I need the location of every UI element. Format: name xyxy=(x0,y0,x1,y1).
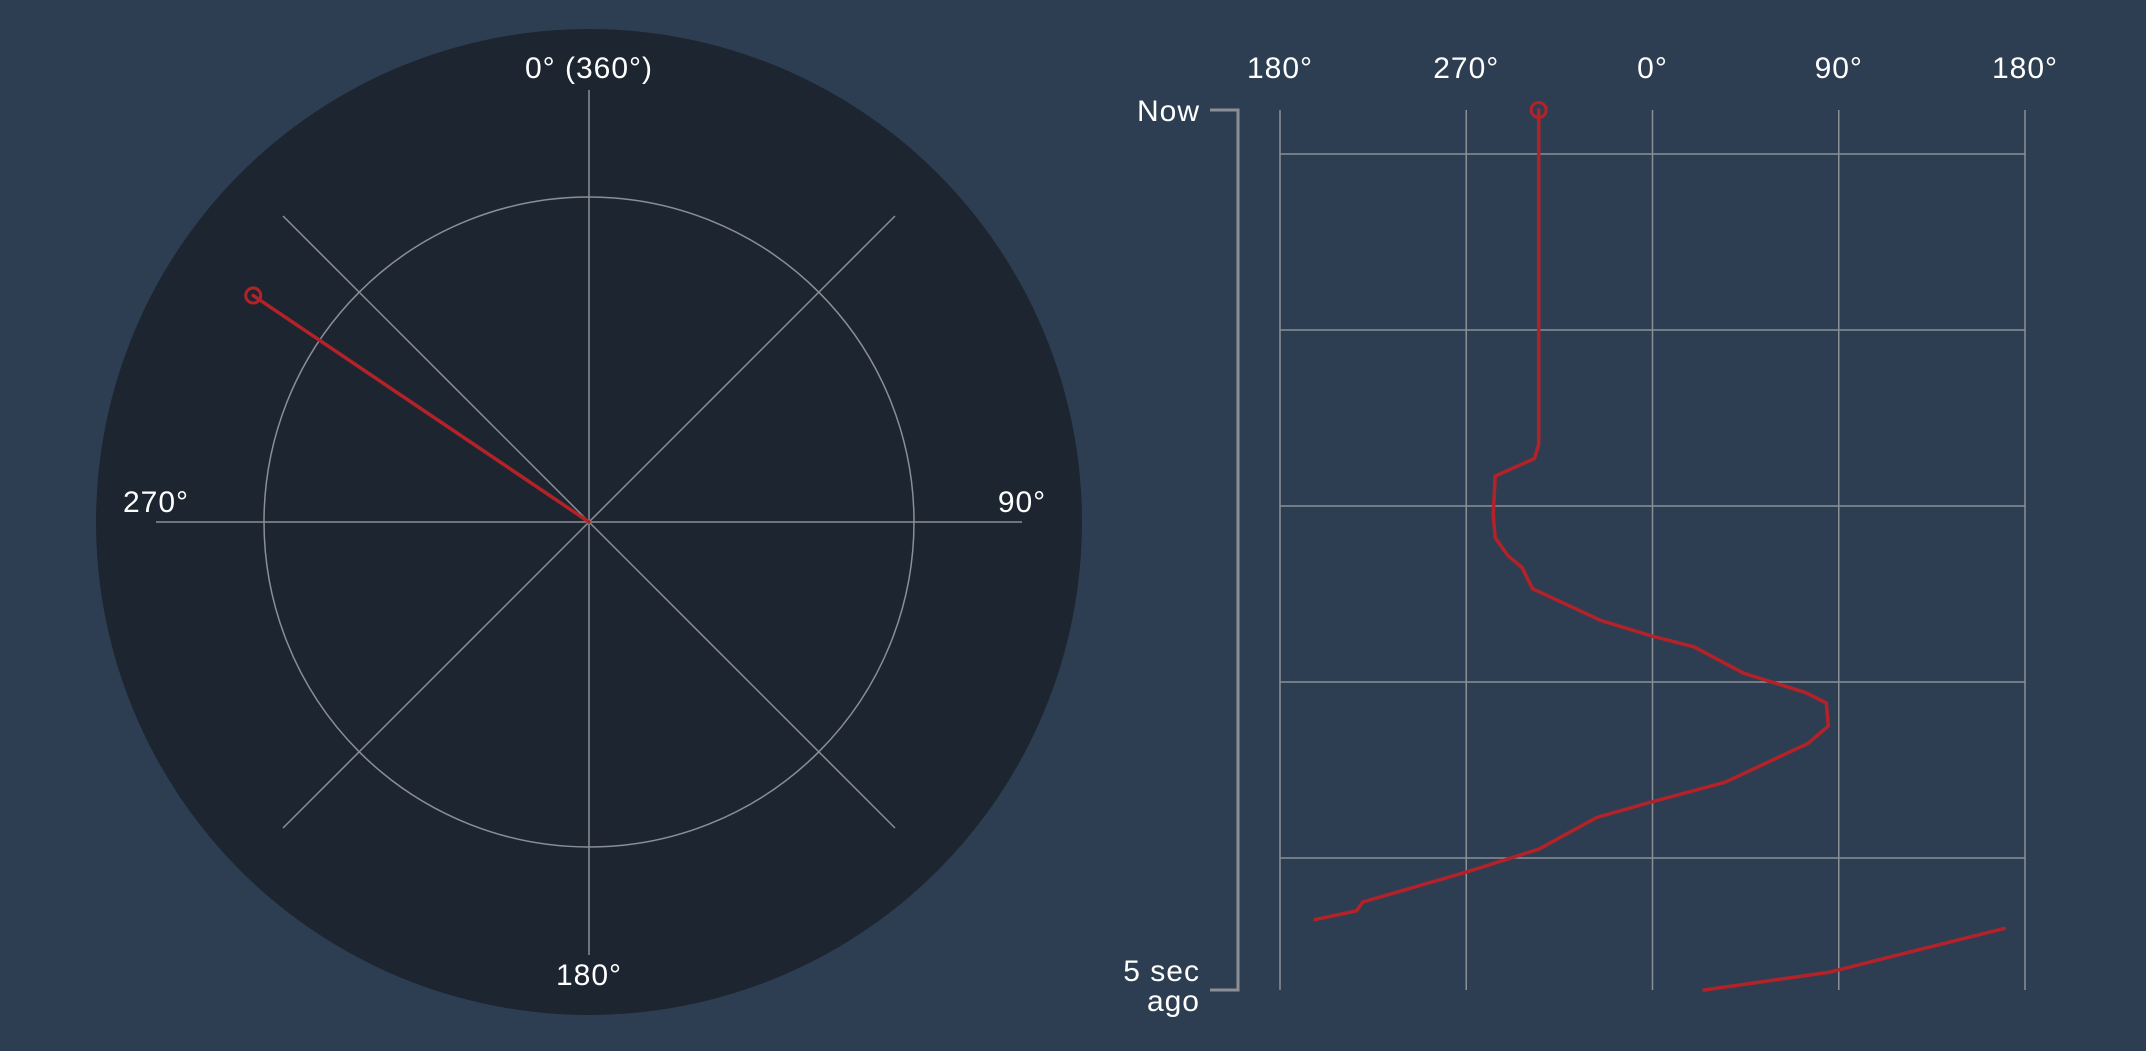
history-series-line xyxy=(1702,926,2007,992)
time-label-now: Now xyxy=(1137,95,1200,128)
dial-label-west: 270° xyxy=(123,486,189,519)
history-x-tick-label: 180° xyxy=(1992,52,2058,85)
history-x-tick-labels: 180° 270° 0° 90° 180° xyxy=(1247,52,2058,85)
time-label-past-line2: ago xyxy=(1147,985,1200,1018)
dial-label-east: 90° xyxy=(998,486,1046,519)
heading-history-chart: 180° 270° 0° 90° 180° Now 5 sec ago xyxy=(1123,52,2058,1018)
history-series-line xyxy=(1313,108,1831,922)
time-label-past-line1: 5 sec xyxy=(1123,955,1200,988)
history-x-tick-label: 270° xyxy=(1433,52,1499,85)
history-x-tick-label: 180° xyxy=(1247,52,1313,85)
history-x-tick-label: 90° xyxy=(1815,52,1863,85)
history-horizontal-gridlines xyxy=(1280,153,2025,859)
heading-needle xyxy=(251,293,591,524)
time-axis-bracket xyxy=(1210,108,1240,992)
history-vertical-gridlines xyxy=(1279,110,2026,990)
compass-dial: 0° (360°) 90° 180° 270° xyxy=(96,29,1082,1015)
history-x-tick-label: 0° xyxy=(1637,52,1668,85)
heading-history-series xyxy=(1313,108,2007,992)
history-current-marker xyxy=(1529,101,1548,119)
dial-label-north: 0° (360°) xyxy=(525,52,653,85)
dial-label-south: 180° xyxy=(556,959,622,992)
heading-needle-tip xyxy=(244,286,263,305)
